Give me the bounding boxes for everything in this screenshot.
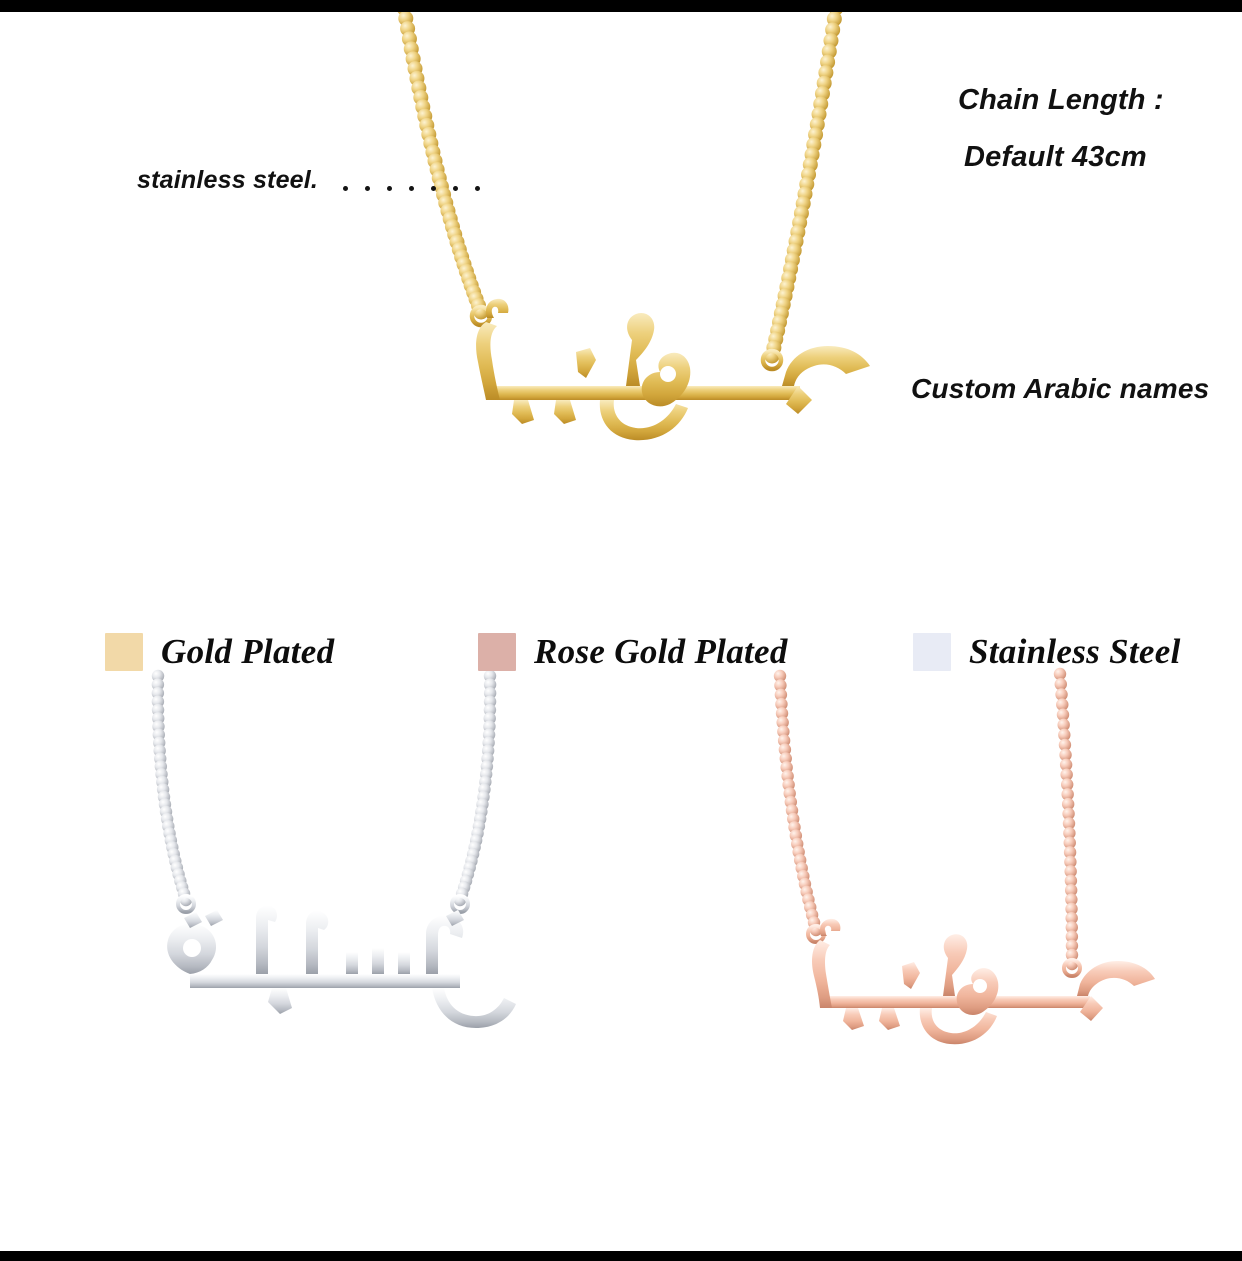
annotation-material: stainless steel.: [137, 166, 319, 194]
necklace-variant-stainless-steel: [60, 668, 580, 1088]
pendant-rose-gold: [812, 918, 1155, 1045]
annotation-custom-names: Custom Arabic names: [911, 373, 1210, 404]
letterbox-bar-bottom: [0, 1251, 1242, 1261]
legend-item-rose-gold-plated: Rose Gold Plated: [478, 628, 788, 676]
chain-strand-left: [396, 0, 489, 320]
legend-item-gold-plated: Gold Plated: [105, 628, 334, 676]
legend-item-stainless-steel: Stainless Steel: [913, 628, 1181, 676]
jump-ring-left: [176, 894, 196, 914]
legend-label-rose-gold-plated: Rose Gold Plated: [534, 632, 788, 671]
annotation-chain-length-line1: Chain Length :: [958, 84, 1164, 116]
pendant-counter-hole: [973, 979, 987, 993]
chain-strand-right: [453, 669, 497, 907]
chain-strand-left: [151, 669, 193, 907]
pendant-gold: [476, 298, 870, 441]
legend-label-gold-plated: Gold Plated: [161, 632, 335, 671]
finish-legend: Gold Plated Rose Gold Plated Stainless S…: [0, 628, 1242, 676]
legend-label-stainless-steel: Stainless Steel: [969, 632, 1181, 671]
necklace-variant-rose-gold: [700, 667, 1220, 1088]
chain-strand-left: [773, 669, 823, 937]
chain-strand-right: [1053, 667, 1079, 971]
jump-ring-right: [760, 348, 784, 372]
necklace-hero-gold: [0, 0, 1242, 470]
letterbox-bar-top: [0, 0, 1242, 12]
pendant-stainless-steel: [167, 905, 516, 1028]
swatch-gold-plated: [105, 633, 143, 671]
annotation-chain-length-line2: Default 43cm: [964, 141, 1147, 173]
pendant-counter-hole: [660, 366, 676, 382]
pendant-counter-hole: [183, 939, 201, 957]
chain-strand-right: [764, 0, 844, 364]
leader-dots-material: [343, 186, 480, 191]
swatch-stainless-steel: [913, 633, 951, 671]
jump-ring-right: [450, 894, 470, 914]
jump-ring-right: [1062, 958, 1082, 978]
swatch-rose-gold-plated: [478, 633, 516, 671]
